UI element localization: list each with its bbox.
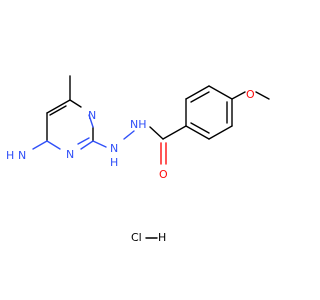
hydrazide-linker [123,125,187,165]
ring-bond [46,99,71,114]
carbonyl-o-label: O [159,168,168,181]
h-label: H [158,231,166,244]
cl-label: Cl [131,231,142,244]
n-n-bond [123,130,135,140]
ring-bond [46,140,61,150]
methyl-bond [255,91,270,100]
hydrazine-bond [92,140,107,148]
ring-bond [190,91,210,103]
nh2-n-label: N [18,149,26,162]
hydrazide-h-label: H [110,156,118,169]
molecule-structure: H N N N NH N H O O Cl H [6,75,270,244]
hydrazide-nh-label: NH [130,118,147,131]
ring-n-top-label: N [88,109,96,122]
methoxy-o-label: O [246,88,255,101]
hydrazide-n-label: N [110,142,118,155]
ring-bond [185,85,210,100]
ring-bond [77,137,90,145]
ring-bond [80,140,94,150]
atom-labels: H N N N NH N H O O [6,88,255,181]
ring-bond [49,105,67,116]
ring-n-bottom-label: N [66,148,74,161]
ring-bond [208,85,233,100]
amine-bond [32,140,48,150]
carbonyl-aryl-bond [162,125,187,140]
n-c-bond [149,126,164,140]
ring-bond [208,125,233,140]
benzene-ring [185,85,270,140]
hcl-salt: Cl H [131,231,166,244]
nh2-h-label: H [6,149,14,162]
ring-bond [185,125,210,140]
pyrimidine-ring [32,75,107,150]
ring-bond [88,114,94,128]
ring-bond [69,99,82,108]
methoxy-bond [231,91,246,100]
ring-bond [190,122,210,134]
